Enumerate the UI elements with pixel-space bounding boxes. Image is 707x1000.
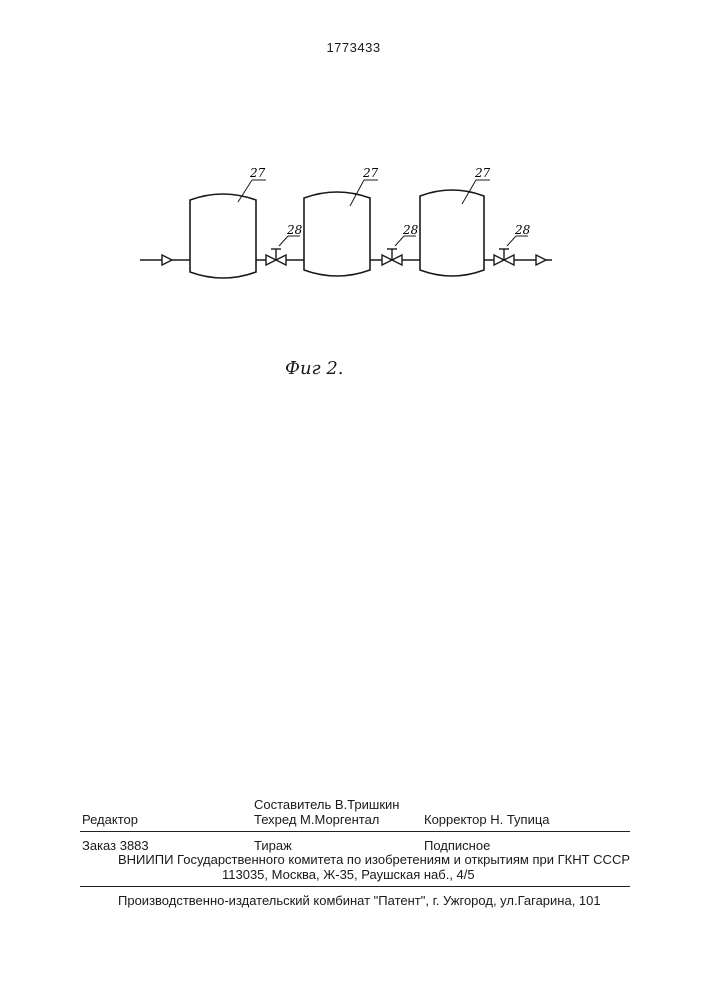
vessel-2-label: 27 xyxy=(362,166,379,180)
editor-label: Редактор xyxy=(82,812,138,827)
divider-bottom xyxy=(80,886,630,887)
vessel-1 xyxy=(190,194,256,278)
order-number: Заказ 3883 xyxy=(82,838,149,853)
techred: Техред М.Моргентал xyxy=(254,812,379,827)
valve-1 xyxy=(266,249,286,265)
vessel-3 xyxy=(420,190,484,276)
process-diagram: 27 27 27 28 28 28 xyxy=(0,0,707,420)
subscription: Подписное xyxy=(424,838,490,853)
valve-2 xyxy=(382,249,402,265)
vessel-1-label: 27 xyxy=(249,166,266,180)
valve-2-label: 28 xyxy=(402,223,419,237)
valve-1-label: 28 xyxy=(286,223,303,237)
compiler: Составитель В.Тришкин xyxy=(254,797,399,812)
vessel-2 xyxy=(304,192,370,276)
printer-line: Производственно-издательский комбинат "П… xyxy=(118,893,601,908)
valve-3-label: 28 xyxy=(514,223,531,237)
valve-3 xyxy=(494,249,514,265)
circulation: Тираж xyxy=(254,838,292,853)
corrector: Корректор Н. Тупица xyxy=(424,812,550,827)
publisher-address: 113035, Москва, Ж-35, Раушская наб., 4/5 xyxy=(222,867,475,882)
outlet-arrow-icon xyxy=(536,255,546,265)
figure-caption: Фиг 2. xyxy=(285,358,344,379)
vessel-3-label: 27 xyxy=(474,166,491,180)
inlet-arrow-icon xyxy=(162,255,172,265)
divider-top xyxy=(80,831,630,832)
publisher-org: ВНИИПИ Государственного комитета по изоб… xyxy=(118,852,630,867)
